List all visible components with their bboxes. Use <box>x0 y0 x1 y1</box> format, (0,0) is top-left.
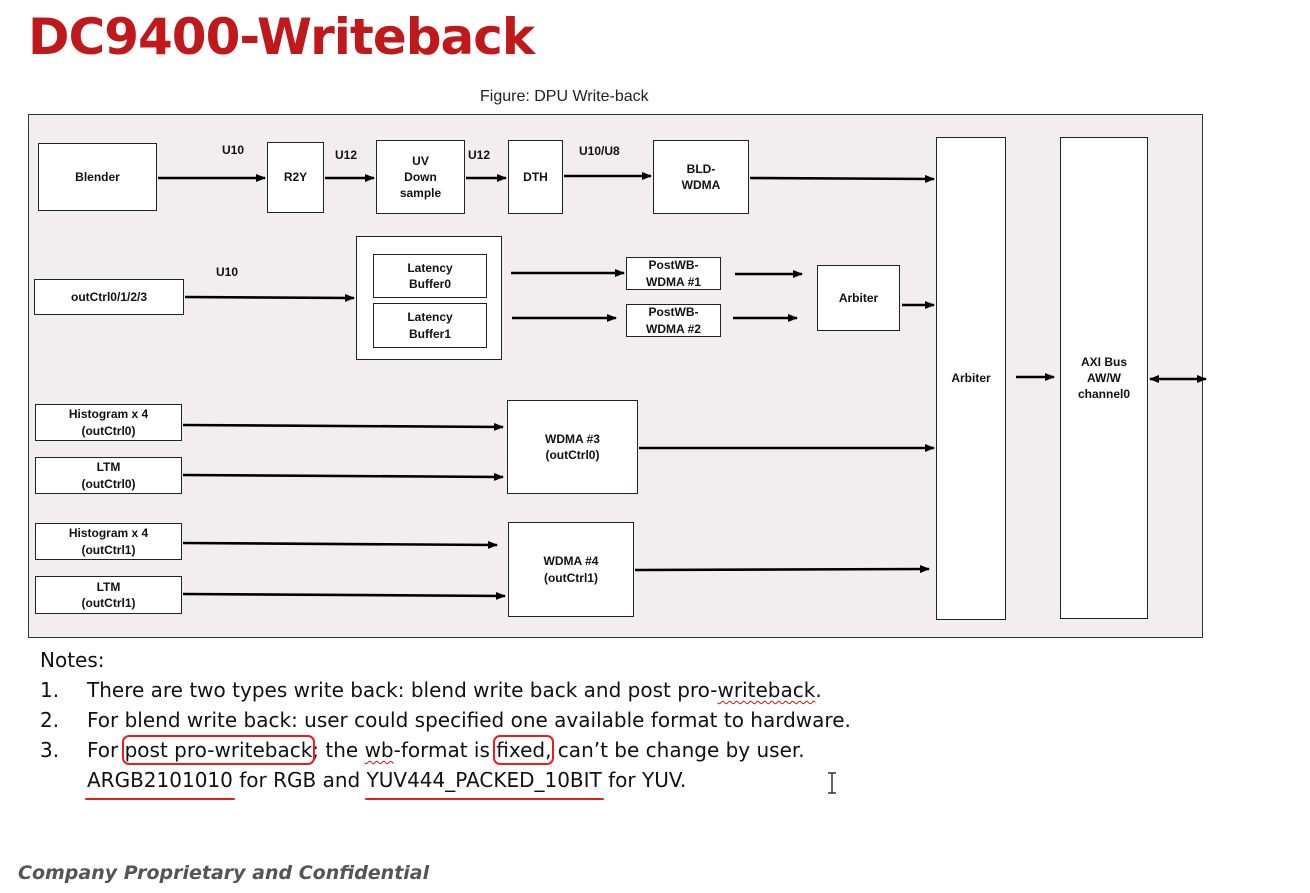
label-uv-dth: U12 <box>468 148 491 162</box>
latency-buffer0-block: Latency Buffer0 <box>373 254 487 298</box>
slide-title: DC9400-Writeback <box>28 8 535 66</box>
label-dth-bld: U10/U8 <box>579 144 620 158</box>
notes-heading: Notes: <box>40 648 105 672</box>
blender-block: Blender <box>38 143 157 211</box>
wdma4-block: WDMA #4 (outCtrl1) <box>508 522 634 617</box>
histogram-outctrl0-block: Histogram x 4 (outCtrl0) <box>35 404 182 441</box>
ltm-outctrl1-block: LTM (outCtrl1) <box>35 576 182 614</box>
bld-wdma-block: BLD- WDMA <box>653 140 749 214</box>
histogram-outctrl1-block: Histogram x 4 (outCtrl1) <box>35 523 182 560</box>
note-2-number: 2. <box>40 708 60 732</box>
footer-confidential: Company Proprietary and Confidential <box>18 862 430 884</box>
postwb-wdma2-block: PostWB- WDMA #2 <box>626 304 721 337</box>
outctrl-block: outCtrl0/1/2/3 <box>34 279 184 315</box>
arbiter-small-block: Arbiter <box>817 265 900 331</box>
dth-block: DTH <box>508 140 563 214</box>
highlight-box-fixed: fixed, <box>493 735 555 765</box>
label-outctrl-latency: U10 <box>216 265 239 279</box>
wdma3-block: WDMA #3 (outCtrl0) <box>507 400 638 494</box>
note-3-text: For post pro-writeback; the wb-format is… <box>87 735 805 765</box>
note-1-text: There are two types write back: blend wr… <box>87 678 822 702</box>
uv-downsample-block: UV Down sample <box>376 140 465 214</box>
underline-yuv444: YUV444_PACKED_10BIT <box>366 768 602 792</box>
text-cursor-icon <box>828 772 836 794</box>
highlight-box-post-pro-writeback: post pro-writeback <box>121 735 316 765</box>
figure-caption: Figure: DPU Write-back <box>480 88 649 105</box>
postwb-wdma1-block: PostWB- WDMA #1 <box>626 257 721 290</box>
axi-bus-block: AXI Bus AW/W channel0 <box>1060 137 1148 619</box>
latency-buffer1-block: Latency Buffer1 <box>373 303 487 348</box>
note-2-text: For blend write back: user could specifi… <box>87 708 851 732</box>
note-1-number: 1. <box>40 678 60 702</box>
note-3-number: 3. <box>40 738 60 762</box>
label-blender-r2y: U10 <box>222 143 245 157</box>
arbiter-main-block: Arbiter <box>936 137 1006 620</box>
label-r2y-uv: U12 <box>335 148 358 162</box>
underline-argb2101010: ARGB2101010 <box>87 768 233 792</box>
note-3-formats: ARGB2101010 for RGB and YUV444_PACKED_10… <box>87 768 687 792</box>
r2y-block: R2Y <box>267 142 324 213</box>
ltm-outctrl0-block: LTM (outCtrl0) <box>35 457 182 494</box>
